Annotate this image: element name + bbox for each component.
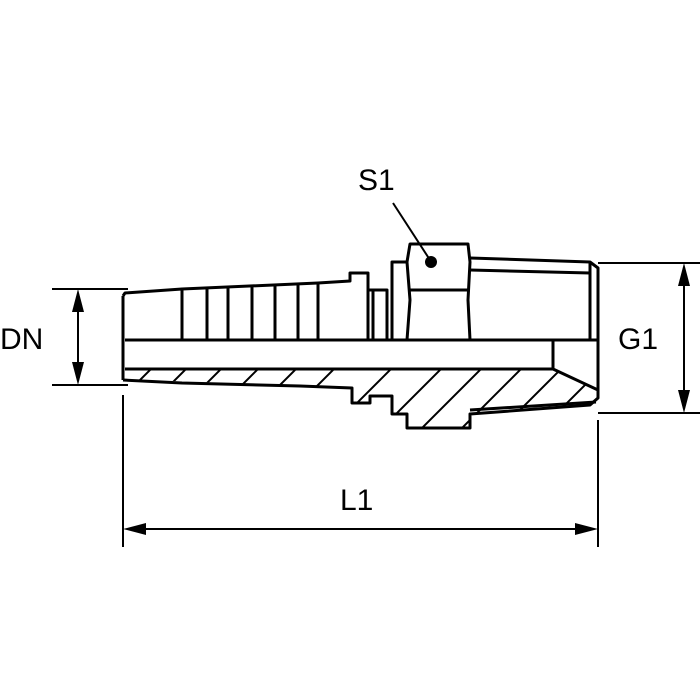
dn-dimension: [52, 288, 128, 386]
g1-label: G1: [618, 323, 658, 356]
fitting-body: [121, 242, 600, 430]
s1-leader: [392, 202, 437, 268]
section-hatching: [129, 369, 598, 428]
l1-label: L1: [340, 484, 373, 517]
l1-dimension: [122, 395, 599, 547]
g1-dimension: [598, 262, 700, 414]
s1-label: S1: [358, 164, 395, 197]
dn-label: DN: [0, 323, 43, 356]
